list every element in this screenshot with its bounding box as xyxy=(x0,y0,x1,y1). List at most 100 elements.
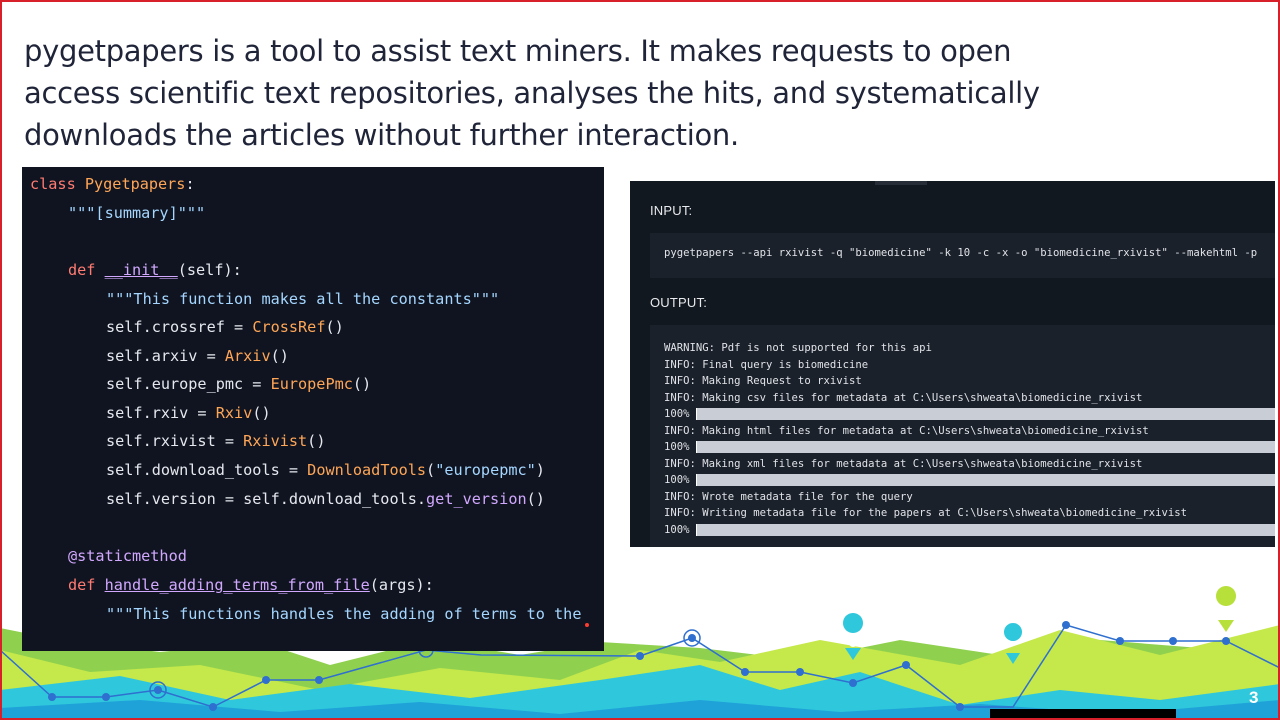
progress-label: 100% xyxy=(664,474,690,486)
output-label: OUTPUT: xyxy=(650,295,708,310)
location-pin-icon-center xyxy=(849,639,857,647)
code-line-def-init: def __init__(self): xyxy=(68,261,242,289)
assignment: self.download_tools = xyxy=(106,461,308,479)
class-name: Pygetpapers xyxy=(84,175,186,193)
blue-hill-shape xyxy=(0,700,1280,720)
progress-bar xyxy=(696,441,1275,453)
assignment: self.crossref = xyxy=(106,318,253,336)
code-line-version: self.version = self.download_tools.get_v… xyxy=(106,490,545,518)
graph-point xyxy=(796,668,804,676)
output-line: INFO: Writing metadata file for the pape… xyxy=(664,507,1187,519)
code-line-crossref: self.crossref = CrossRef() xyxy=(106,318,344,346)
graph-point xyxy=(102,693,110,701)
function-args: (self): xyxy=(177,261,242,279)
parens: () xyxy=(325,318,344,336)
assignment: self.europe_pmc = xyxy=(106,375,271,393)
output-box: WARNING: Pdf is not supported for this a… xyxy=(650,325,1275,547)
graph-point xyxy=(1222,637,1230,645)
location-pin-icon-center xyxy=(1222,612,1230,620)
graph-point xyxy=(636,652,644,660)
output-line: INFO: Wrote metadata file for the query xyxy=(664,490,913,503)
graph-point xyxy=(688,634,696,642)
code-line-init-doc: """This function makes all the constants… xyxy=(106,290,499,318)
code-line-arxiv: self.arxiv = Arxiv() xyxy=(106,347,289,375)
graph-ring-point xyxy=(149,681,167,699)
string-arg: "europepmc" xyxy=(435,461,536,479)
graph-point xyxy=(315,676,323,684)
progress-bar xyxy=(696,523,1275,536)
parens: () xyxy=(307,432,326,450)
progress-bar xyxy=(696,408,1275,420)
output-line: INFO: Final query is biomedicine xyxy=(664,358,869,371)
parens: () xyxy=(252,404,271,422)
progress-label: 100% xyxy=(664,408,690,420)
graph-ring-point xyxy=(683,629,701,647)
graph-line xyxy=(0,624,1280,708)
code-line-def-handle: def handle_adding_terms_from_file(args): xyxy=(68,576,434,604)
graph-point xyxy=(1062,621,1070,629)
assignment: self.rxiv = xyxy=(106,404,216,422)
assignment: self.rxivist = xyxy=(106,432,244,450)
colon: : xyxy=(185,175,195,193)
parens: () xyxy=(526,490,545,508)
function-name: handle_adding_terms_from_file xyxy=(104,576,370,594)
progress-row: 100% xyxy=(664,522,1275,538)
class-call: Arxiv xyxy=(224,347,271,365)
graph-point xyxy=(956,703,964,711)
class-call: DownloadTools xyxy=(307,461,427,479)
location-pin-icon xyxy=(843,613,864,660)
close-paren: ) xyxy=(535,461,545,479)
code-line-download-tools: self.download_tools = DownloadTools("eur… xyxy=(106,461,545,489)
command-text: pygetpapers --api rxivist -q "biomedicin… xyxy=(664,247,1258,259)
command-box: pygetpapers --api rxivist -q "biomedicin… xyxy=(650,233,1275,278)
graph-point xyxy=(1116,637,1124,645)
class-call: Rxivist xyxy=(243,432,308,450)
decorator: @staticmethod xyxy=(68,547,187,565)
output-line: INFO: Making csv files for metadata at C… xyxy=(664,391,1143,404)
code-line-summary-doc: """[summary]""" xyxy=(68,204,205,232)
slide-headline: pygetpapers is a tool to assist text min… xyxy=(24,34,1040,152)
graph-point xyxy=(48,693,56,701)
keyword-def: def xyxy=(68,261,96,279)
progress-label: 100% xyxy=(664,523,690,536)
graph-point xyxy=(262,676,270,684)
class-call: Rxiv xyxy=(215,404,253,422)
graph-point xyxy=(209,703,217,711)
code-line-handle-doc: """This functions handles the adding of … xyxy=(106,605,581,633)
code-screenshot-panel: class Pygetpapers: """[summary]""" def _… xyxy=(22,167,604,651)
open-paren: ( xyxy=(426,461,436,479)
code-line-class: class Pygetpapers: xyxy=(30,175,195,203)
input-label: INPUT: xyxy=(650,203,693,218)
output-line: INFO: Making xml files for metadata at C… xyxy=(664,457,1143,470)
keyword-def: def xyxy=(68,576,96,594)
code-line-rxiv: self.rxiv = Rxiv() xyxy=(106,404,271,432)
bottom-black-strip xyxy=(990,709,1176,718)
function-name: __init__ xyxy=(104,261,178,279)
assignment: self.version = self.download_tools. xyxy=(106,490,427,508)
output-line: INFO: Making Request to rxivist xyxy=(664,375,862,387)
method-call: get_version xyxy=(426,490,527,508)
function-args: (args): xyxy=(369,576,434,594)
docstring: """[summary]""" xyxy=(68,204,206,222)
progress-row: 100% xyxy=(664,439,1275,455)
location-pin-icon xyxy=(1004,623,1023,664)
output-line: WARNING: Pdf is not supported for this a… xyxy=(664,342,932,354)
code-line-decorator: @staticmethod xyxy=(68,547,187,575)
graph-point xyxy=(1169,637,1177,645)
cursor-marker-dot xyxy=(585,623,589,627)
progress-row: 100% xyxy=(664,472,1275,488)
progress-label: 100% xyxy=(664,441,690,453)
code-line-europe-pmc: self.europe_pmc = EuropePmc() xyxy=(106,375,371,403)
clipped-header-fragment xyxy=(875,181,927,185)
progress-bar xyxy=(696,474,1275,486)
parens: () xyxy=(352,375,372,393)
docstring: """This function makes all the constants… xyxy=(106,290,500,308)
progress-row: 100% xyxy=(664,406,1275,422)
terminal-screenshot-panel: INPUT: pygetpapers --api rxivist -q "bio… xyxy=(630,181,1275,547)
location-pin-icon xyxy=(1216,586,1237,632)
output-line: INFO: Making html files for metadata at … xyxy=(664,424,1149,437)
code-line-rxivist: self.rxivist = Rxivist() xyxy=(106,432,325,460)
keyword-class: class xyxy=(30,175,76,193)
assignment: self.arxiv = xyxy=(106,347,225,365)
